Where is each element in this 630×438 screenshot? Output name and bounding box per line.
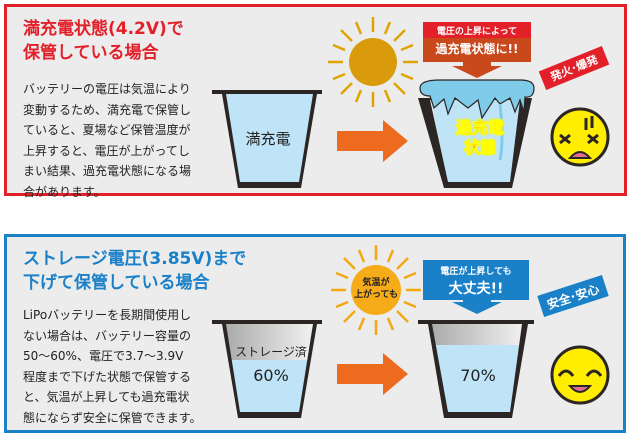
storage-after-cup: [418, 320, 534, 418]
callout-line2: 過充電状態に!!: [435, 42, 519, 56]
sun-icon: [326, 15, 420, 109]
storage-title: ストレージ電圧(3.85V)まで 下げて保管している場合: [23, 249, 247, 293]
storage-description: LiPoバッテリーを長期間使用し ない場合は、バッテリー容量の 50〜60%、電…: [23, 308, 202, 425]
overcharge-title: 満充電状態(4.2V)で 保管している場合: [23, 19, 184, 63]
storage-label: ストレージ済: [235, 345, 307, 359]
overcharge-description: バッテリーの電圧は気温により 変動するため、満充電で保管し ていると、夏場など保…: [23, 82, 192, 199]
storage-cup: [212, 320, 322, 418]
warning-tag: [538, 45, 610, 91]
callout-line1: 電圧が上昇しても: [440, 267, 512, 277]
callout-line2: 大丈夫!!: [448, 281, 504, 297]
safe-tag: [537, 275, 609, 317]
happy-face-icon: [550, 345, 610, 405]
storage-level-after: 70%: [460, 366, 496, 385]
arrow-right-icon: [337, 120, 408, 162]
sun-label: 気温が 上がっても: [353, 278, 399, 300]
storage-callout: [423, 260, 529, 314]
overcharge-callout: [423, 22, 531, 78]
full-charge-cup: [212, 90, 322, 188]
arrow-right-icon: [337, 353, 408, 395]
callout-line1: 電圧の上昇によって: [436, 27, 518, 37]
overcharged-label: 過充電 状態: [455, 118, 505, 158]
storage-level-before: 60%: [253, 366, 289, 385]
overcharged-cup: [418, 79, 535, 188]
sun-icon: [329, 243, 423, 337]
distressed-face-icon: [550, 107, 610, 167]
full-charge-label: 満充電: [245, 130, 291, 148]
